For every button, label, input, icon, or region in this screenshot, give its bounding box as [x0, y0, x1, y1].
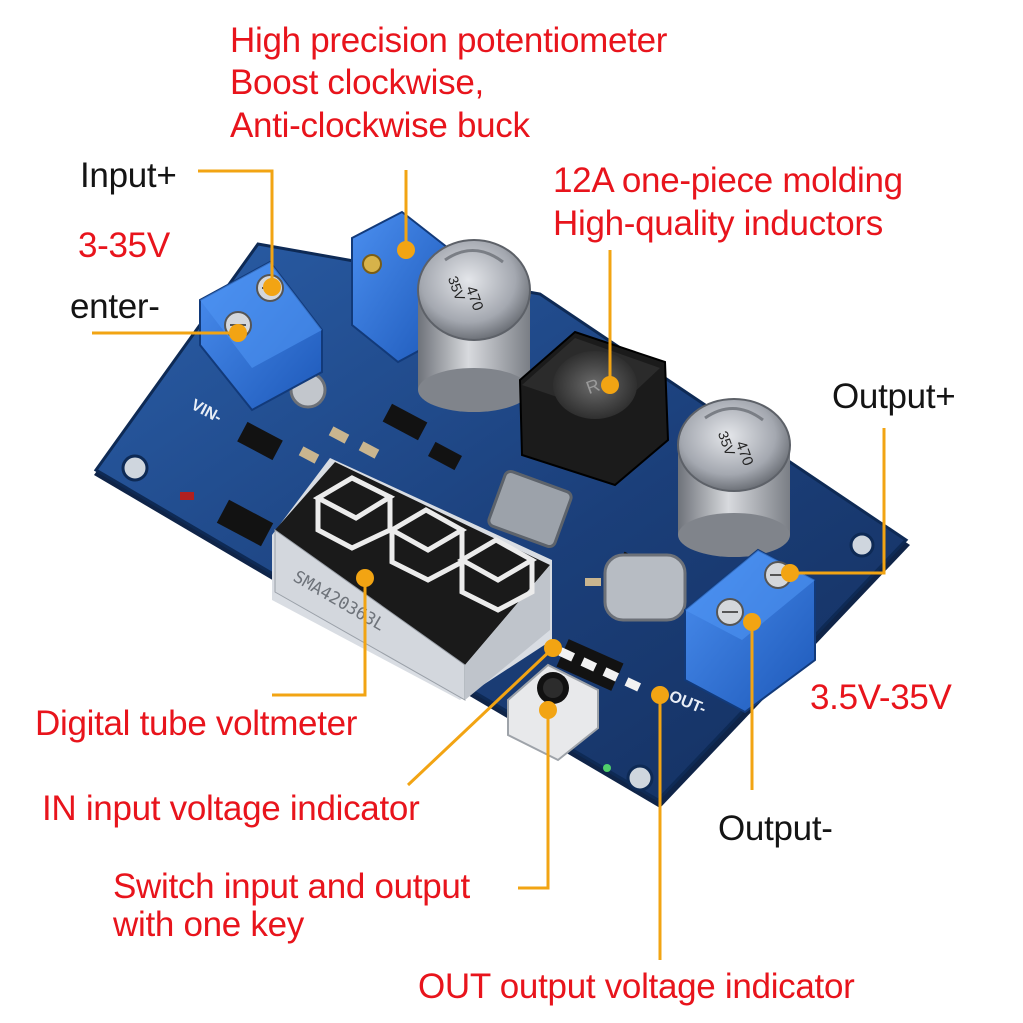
indicator-leds [558, 647, 642, 692]
electrolytic-capacitor-input: 470 35V [417, 239, 531, 412]
label-input-range: 3-35V [78, 226, 170, 265]
label-switch-line-2: with one key [113, 905, 304, 944]
label-voltmeter: Digital tube voltmeter [35, 704, 358, 743]
leader-dots [229, 241, 799, 719]
inductor: R [518, 330, 670, 487]
label-output-minus: Output- [718, 809, 833, 848]
label-out-indicator: OUT output voltage indicator [418, 967, 855, 1006]
label-input-plus: Input+ [80, 156, 177, 195]
label-output-plus: Output+ [832, 377, 956, 416]
input-terminal-block [199, 260, 323, 412]
label-inductor-line-2: High-quality inductors [553, 204, 883, 243]
label-potentiometer-line-3: Anti-clockwise buck [230, 106, 530, 145]
label-output-range: 3.5V-35V [810, 678, 952, 717]
electrolytic-capacitor-output: 470 35V [677, 398, 791, 557]
label-switch-line-1: Switch input and output [113, 867, 470, 906]
label-potentiometer-line-1: High precision potentiometer [230, 21, 668, 60]
display-digits [312, 475, 538, 613]
leader-lines [92, 169, 886, 960]
label-in-indicator: IN input voltage indicator [42, 789, 420, 828]
label-input-minus: enter- [70, 287, 160, 326]
label-potentiometer-line-2: Boost clockwise, [230, 63, 484, 102]
svg-text:R: R [583, 375, 602, 398]
seven-segment-display: SMA420363L [272, 458, 552, 701]
label-inductor-line-1: 12A one-piece molding [553, 161, 903, 200]
